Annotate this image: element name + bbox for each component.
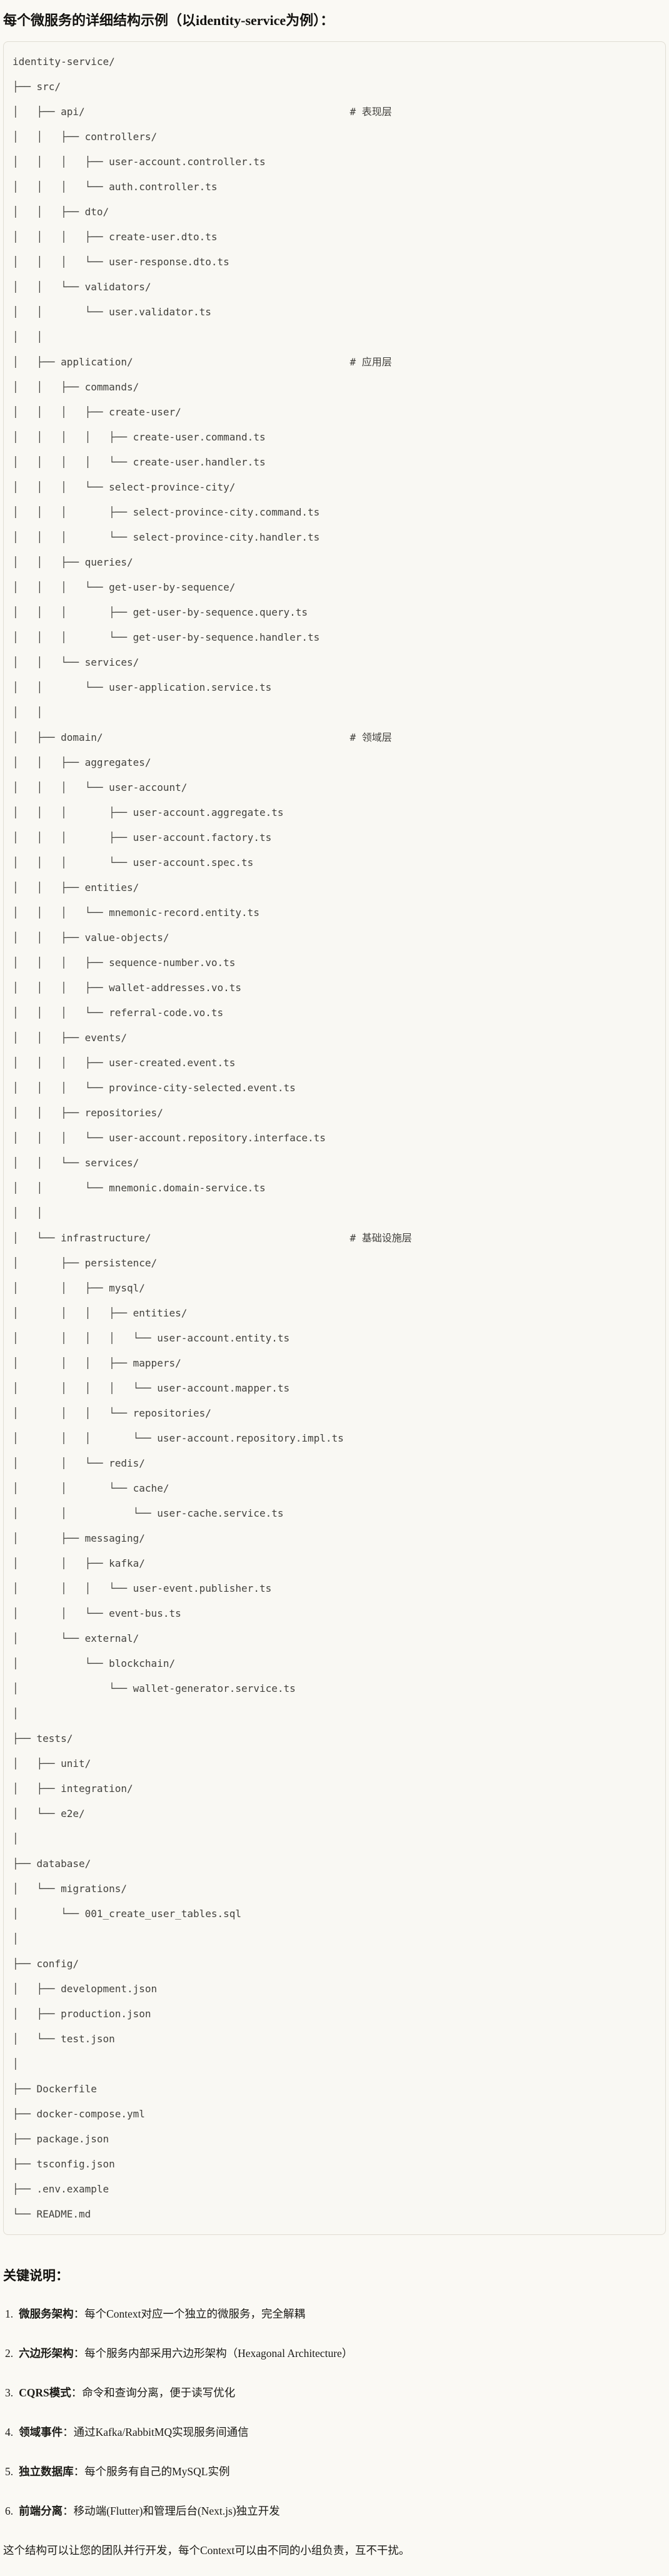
note-item: 5. 独立数据库：每个服务有自己的MySQL实例 (5, 2464, 666, 2479)
directory-tree-code-block: identity-service/ ├── src/ │ ├── api/ # … (3, 41, 666, 2235)
note-number: 6. (5, 2505, 14, 2517)
note-item: 2. 六边形架构：每个服务内部采用六边形架构（Hexagonal Architec… (5, 2346, 666, 2361)
note-number: 4. (5, 2426, 14, 2438)
notes-list: 1. 微服务架构：每个Context对应一个独立的微服务，完全解耦 2. 六边形架构… (3, 2306, 666, 2518)
note-text: ：移动端(Flutter)和管理后台(Next.js)独立开发 (63, 2505, 280, 2517)
note-number: 5. (5, 2465, 14, 2478)
note-text: ：命令和查询分离，便于读写优化 (71, 2386, 236, 2399)
directory-tree: identity-service/ ├── src/ │ ├── api/ # … (13, 56, 412, 2220)
note-term: 六边形架构 (19, 2347, 74, 2360)
note-term: 前端分离 (19, 2505, 63, 2517)
note-term: CQRS模式 (19, 2386, 71, 2399)
note-number: 1. (5, 2308, 14, 2320)
closing-paragraph: 这个结构可以让您的团队并行开发，每个Context可以由不同的小组负责，互不干扰… (3, 2544, 410, 2557)
note-term: 微服务架构 (19, 2308, 74, 2320)
note-number: 2. (5, 2347, 14, 2360)
note-term: 独立数据库 (19, 2465, 74, 2478)
notes-heading: 关键说明： (3, 2268, 69, 2283)
note-item: 1. 微服务架构：每个Context对应一个独立的微服务，完全解耦 (5, 2306, 666, 2321)
note-text: ：每个Context对应一个独立的微服务，完全解耦 (73, 2308, 306, 2320)
note-text: ：每个服务有自己的MySQL实例 (73, 2465, 230, 2478)
note-term: 领域事件 (19, 2426, 63, 2438)
note-item: 4. 领域事件：通过Kafka/RabbitMQ实现服务间通信 (5, 2425, 666, 2440)
note-number: 3. (5, 2386, 14, 2399)
page-title: 每个微服务的详细结构示例（以identity-service为例）： (3, 13, 334, 28)
note-text: ：通过Kafka/RabbitMQ实现服务间通信 (63, 2426, 249, 2438)
note-text: ：每个服务内部采用六边形架构（Hexagonal Architecture） (73, 2347, 353, 2360)
note-item: 6. 前端分离：移动端(Flutter)和管理后台(Next.js)独立开发 (5, 2503, 666, 2518)
note-item: 3. CQRS模式：命令和查询分离，便于读写优化 (5, 2385, 666, 2400)
